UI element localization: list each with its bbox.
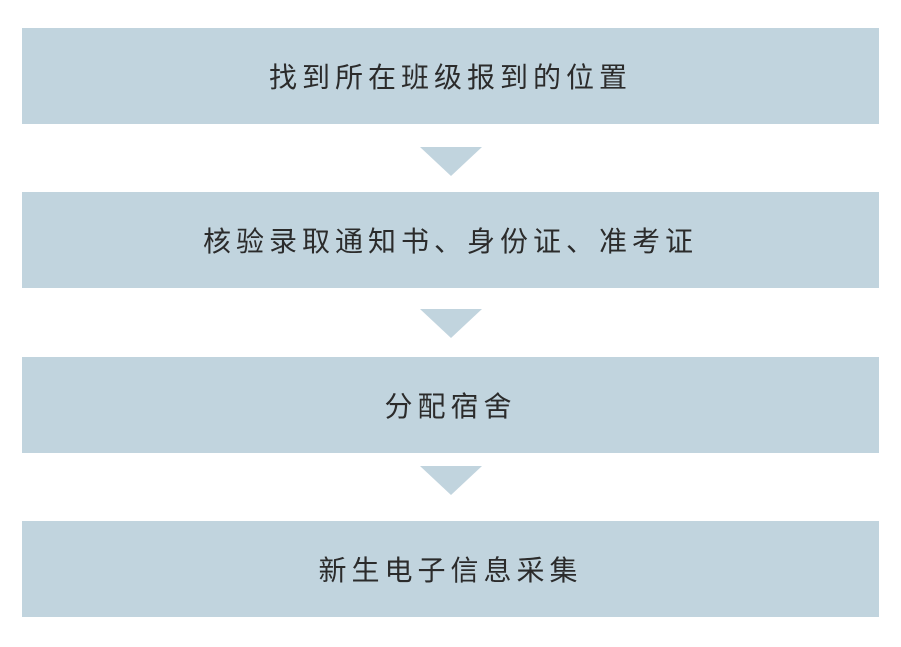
step-label: 找到所在班级报到的位置 — [268, 61, 632, 94]
step-label: 分配宿舍 — [384, 390, 517, 423]
down-arrow-icon — [420, 309, 482, 338]
step-box-verify-documents: 核验录取通知书、身份证、准考证 — [22, 192, 879, 288]
step-label: 核验录取通知书、身份证、准考证 — [202, 225, 698, 258]
down-arrow-icon — [420, 147, 482, 176]
down-arrow-icon — [420, 466, 482, 495]
step-box-collect-student-info: 新生电子信息采集 — [22, 521, 879, 617]
step-label: 新生电子信息采集 — [318, 554, 583, 587]
step-box-assign-dormitory: 分配宿舍 — [22, 357, 879, 453]
step-box-find-class-location: 找到所在班级报到的位置 — [22, 28, 879, 124]
